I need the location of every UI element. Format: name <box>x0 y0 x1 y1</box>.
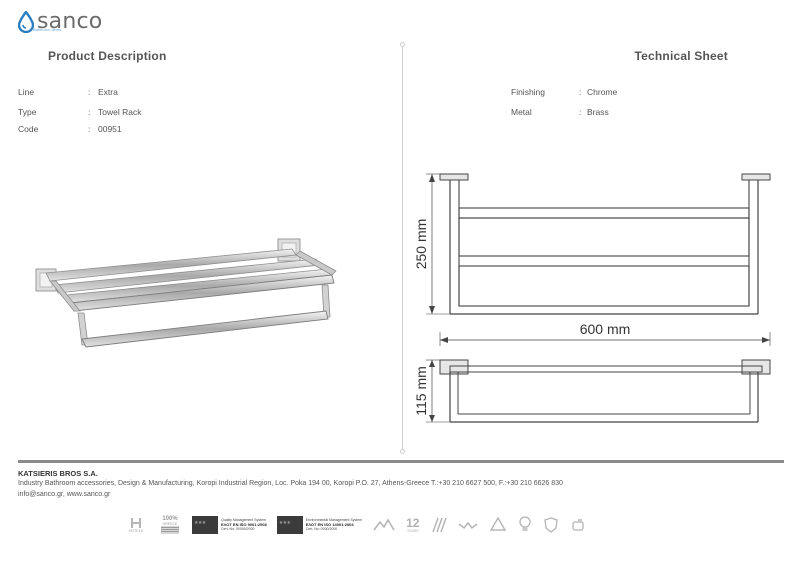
technical-drawing: 250 mm 600 mm 115 mm <box>413 173 771 423</box>
company-name: KATSIERIS BROS S.A. <box>18 469 98 478</box>
eu-flag-icon <box>276 516 303 534</box>
spec-value: Extra <box>98 87 118 97</box>
iso14001-code: ΕΛΟΤ EN ISO 14001:2004 <box>305 521 354 527</box>
iso-14001-badge: Environmental Management System ΕΛΟΤ EN … <box>276 516 363 534</box>
mountain-icon <box>373 518 395 531</box>
wave-icon <box>459 521 478 530</box>
spec-value: Towel Rack <box>98 107 142 117</box>
brand-name: sanco <box>37 9 103 34</box>
iso9001-title: Quality Management System <box>221 518 266 523</box>
hotels-badge: HOTELS <box>124 517 148 533</box>
iso9001-cert: Cert. No: 00000/2000 <box>221 527 255 532</box>
column-divider <box>402 44 403 452</box>
company-address: Industry Bathroom accessories, Design & … <box>18 480 563 487</box>
height-dimension-label: 250 mm <box>413 219 429 270</box>
slash-lines-icon <box>432 517 448 533</box>
hand-icon <box>572 519 585 531</box>
years-number: 12 <box>406 516 420 530</box>
shield-icon <box>544 517 559 533</box>
towel-rack-photo <box>35 238 337 348</box>
divider-dot-top <box>400 42 405 47</box>
years-badge: 12 YEARS <box>406 517 419 533</box>
spec-key: Finishing <box>511 87 546 97</box>
iso14001-title: Environmental Management System <box>305 518 363 523</box>
width-dimension-label: 600 mm <box>580 321 631 337</box>
spec-sep: : <box>88 87 91 97</box>
spec-key: Metal <box>511 107 532 117</box>
brand-tagline: Bathroom Items <box>33 27 62 32</box>
brand-logo: sanco <box>18 6 102 38</box>
iso9001-code: ΕΛΟΤ EN ISO 9001:2008 <box>221 521 267 527</box>
water-drop-icon <box>18 11 34 33</box>
spec-sep: : <box>88 124 91 134</box>
hotel-icon <box>131 518 141 528</box>
divider-dot-bottom <box>400 449 405 454</box>
spec-value: Chrome <box>587 87 618 97</box>
eu-flag-icon <box>192 516 218 534</box>
spec-value: 00951 <box>98 124 122 134</box>
greece-word: GREECE <box>162 522 178 526</box>
spec-key: Type <box>18 107 37 117</box>
spec-sep: : <box>579 87 582 97</box>
made-in-greece-badge: 100% GREECE <box>158 516 182 534</box>
company-contact: info@sanco.gr, www.sanco.gr <box>18 491 111 498</box>
recycle-icon <box>490 516 507 531</box>
spec-key: Line <box>18 87 35 97</box>
depth-dimension-label: 115 mm <box>413 366 429 416</box>
iso-9001-badge: Quality Management System ΕΛΟΤ EN ISO 90… <box>192 516 267 534</box>
spec-key: Code <box>18 124 39 134</box>
years-word: YEARS <box>406 529 419 533</box>
spec-sep: : <box>579 107 582 117</box>
certification-badges: HOTELS 100% GREECE Quality Management Sy… <box>124 510 587 540</box>
hotels-label: HOTELS <box>128 529 143 533</box>
lightbulb-icon <box>519 516 532 531</box>
iso14001-cert: Cert. No: 0000/2000 <box>305 527 338 532</box>
greece-percent: 100% <box>162 516 178 522</box>
spec-value: Brass <box>587 107 609 117</box>
spec-sep: : <box>88 107 91 117</box>
footer-divider <box>18 460 784 463</box>
technical-sheet-heading: Technical Sheet <box>634 49 728 63</box>
product-description-heading: Product Description <box>48 49 167 63</box>
greek-flag-icon <box>161 526 179 534</box>
